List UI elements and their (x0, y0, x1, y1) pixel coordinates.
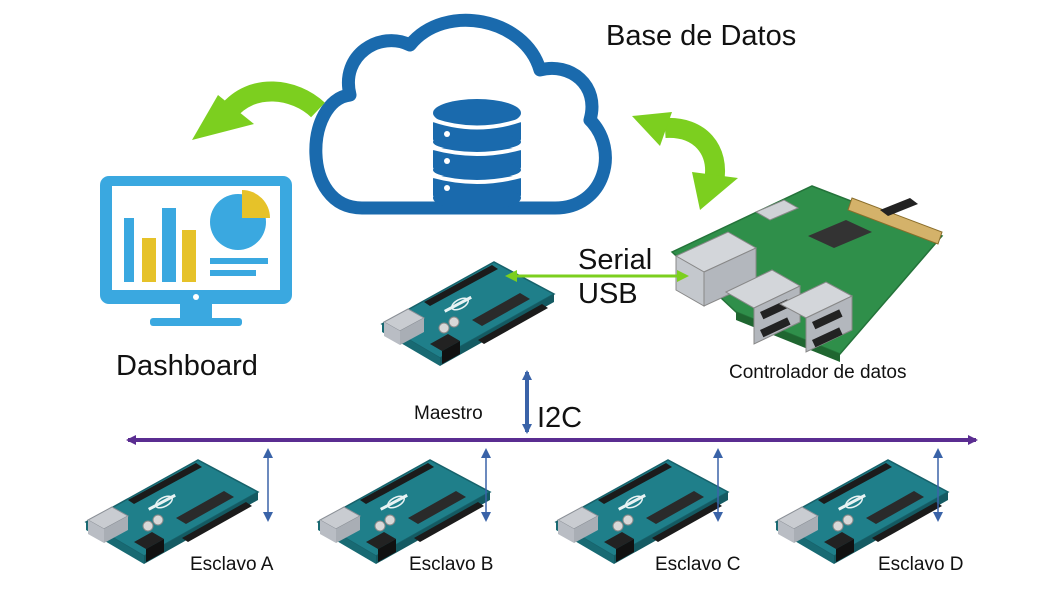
controller-label: Controlador de datos (729, 362, 907, 383)
curved-arrow-icon-right (632, 112, 738, 210)
slave-d-label: Esclavo D (878, 554, 964, 575)
usb-label: USB (578, 278, 638, 310)
curved-arrow-icon-left (192, 81, 325, 140)
i2c-label: I2C (537, 402, 583, 434)
arduino-board-icon-slave-a (85, 459, 259, 565)
monitor-chart-icon (100, 176, 292, 326)
arduino-board-icon-slave-b (317, 459, 491, 565)
slave-c-label: Esclavo C (655, 554, 741, 575)
slave-b-label: Esclavo B (409, 554, 494, 575)
dashboard-label: Dashboard (116, 350, 258, 382)
database-icon (432, 99, 522, 210)
master-label: Maestro (414, 403, 483, 424)
slave-a-label: Esclavo A (190, 554, 274, 575)
serial-label: Serial (578, 244, 653, 276)
arduino-board-icon-master (381, 261, 555, 367)
arduino-board-icon-slave-c (555, 459, 729, 565)
raspberry-pi-board-icon (670, 185, 944, 362)
arduino-board-icon-slave-d (775, 459, 949, 565)
database-label: Base de Datos (606, 20, 797, 52)
